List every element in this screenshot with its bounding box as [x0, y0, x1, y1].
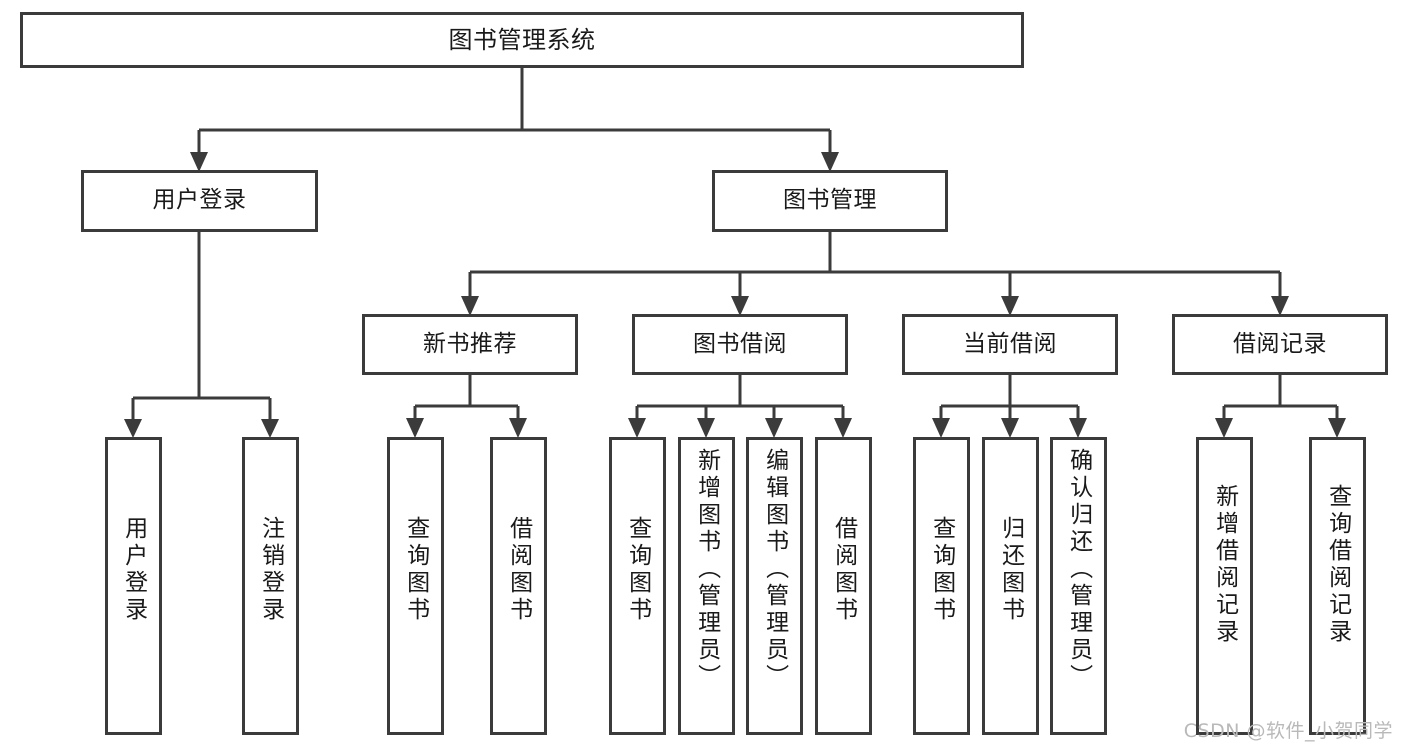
arrow-head-leaf-edit-book-admin — [765, 418, 783, 438]
node-leaf-return-book[interactable]: 归还图书 — [982, 437, 1039, 735]
node-leaf-borrow-book-2-label: 借阅图书 — [830, 516, 857, 624]
node-leaf-confirm-return-admin[interactable]: 确认归还（管理员） — [1050, 437, 1107, 735]
node-leaf-query-borrow-record-label: 查询借阅记录 — [1324, 484, 1351, 646]
arrow-head-leaf-add-book-admin — [697, 418, 715, 438]
node-leaf-query-book-3-label: 查询图书 — [928, 516, 955, 624]
node-leaf-query-book-1[interactable]: 查询图书 — [387, 437, 444, 735]
arrow-head-leaf-user-login — [124, 419, 142, 438]
arrow-head-leaf-borrow-book-2 — [834, 418, 852, 438]
node-leaf-user-login-label: 用户登录 — [120, 516, 147, 624]
arrow-head-leaf-query-borrow-record — [1328, 418, 1346, 438]
node-leaf-logout-login[interactable]: 注销登录 — [242, 437, 299, 735]
arrow-head-borrow-record — [1271, 296, 1289, 316]
node-leaf-add-borrow-record[interactable]: 新增借阅记录 — [1196, 437, 1253, 735]
arrow-head-user-login — [190, 152, 208, 172]
node-root-system-label: 图书管理系统 — [448, 25, 596, 54]
node-leaf-user-login[interactable]: 用户登录 — [105, 437, 162, 735]
arrow-head-leaf-query-book-1 — [406, 418, 424, 438]
node-leaf-borrow-book-1[interactable]: 借阅图书 — [490, 437, 547, 735]
node-book-borrow-label: 图书借阅 — [693, 330, 787, 357]
node-leaf-borrow-book-2[interactable]: 借阅图书 — [815, 437, 872, 735]
node-leaf-edit-book-admin-label: 编辑图书（管理员） — [761, 448, 788, 691]
node-borrow-record-label: 借阅记录 — [1233, 330, 1327, 357]
node-user-login-label: 用户登录 — [152, 187, 247, 214]
arrow-head-leaf-logout-login — [261, 419, 279, 438]
node-root-system[interactable]: 图书管理系统 — [20, 12, 1024, 68]
node-leaf-return-book-label: 归还图书 — [997, 516, 1024, 624]
csdn-watermark: CSDN @软件_小贺同学 — [1183, 720, 1393, 742]
node-book-management[interactable]: 图书管理 — [712, 170, 948, 232]
arrow-head-leaf-query-book-3 — [932, 418, 950, 438]
node-borrow-record[interactable]: 借阅记录 — [1172, 314, 1388, 375]
arrow-head-new-book-recommend — [461, 296, 479, 316]
node-leaf-logout-login-label: 注销登录 — [257, 516, 284, 624]
node-new-book-recommend-label: 新书推荐 — [423, 330, 517, 357]
arrow-head-leaf-add-borrow-record — [1215, 418, 1233, 438]
node-user-login[interactable]: 用户登录 — [81, 170, 318, 232]
arrow-head-leaf-confirm-return-admin — [1069, 418, 1087, 438]
node-current-borrow-label: 当前借阅 — [963, 330, 1057, 357]
node-new-book-recommend[interactable]: 新书推荐 — [362, 314, 578, 375]
arrow-head-book-management — [821, 152, 839, 172]
node-book-management-label: 图书管理 — [783, 187, 877, 214]
arrow-head-book-borrow — [731, 296, 749, 316]
node-leaf-query-borrow-record[interactable]: 查询借阅记录 — [1309, 437, 1366, 735]
node-leaf-query-book-1-label: 查询图书 — [402, 516, 429, 624]
node-leaf-query-book-2[interactable]: 查询图书 — [609, 437, 666, 735]
node-leaf-borrow-book-1-label: 借阅图书 — [505, 516, 532, 624]
node-leaf-add-book-admin[interactable]: 新增图书（管理员） — [678, 437, 735, 735]
arrow-head-leaf-return-book — [1001, 418, 1019, 438]
node-leaf-add-book-admin-label: 新增图书（管理员） — [693, 448, 720, 691]
arrow-head-current-borrow — [1001, 296, 1019, 316]
node-leaf-edit-book-admin[interactable]: 编辑图书（管理员） — [746, 437, 803, 735]
arrow-head-leaf-query-book-2 — [628, 418, 646, 438]
node-leaf-query-book-3[interactable]: 查询图书 — [913, 437, 970, 735]
node-book-borrow[interactable]: 图书借阅 — [632, 314, 848, 375]
node-current-borrow[interactable]: 当前借阅 — [902, 314, 1118, 375]
node-leaf-add-borrow-record-label: 新增借阅记录 — [1211, 484, 1238, 646]
node-leaf-query-book-2-label: 查询图书 — [624, 516, 651, 624]
arrow-head-leaf-borrow-book-1 — [509, 418, 527, 438]
node-leaf-confirm-return-admin-label: 确认归还（管理员） — [1065, 448, 1092, 691]
